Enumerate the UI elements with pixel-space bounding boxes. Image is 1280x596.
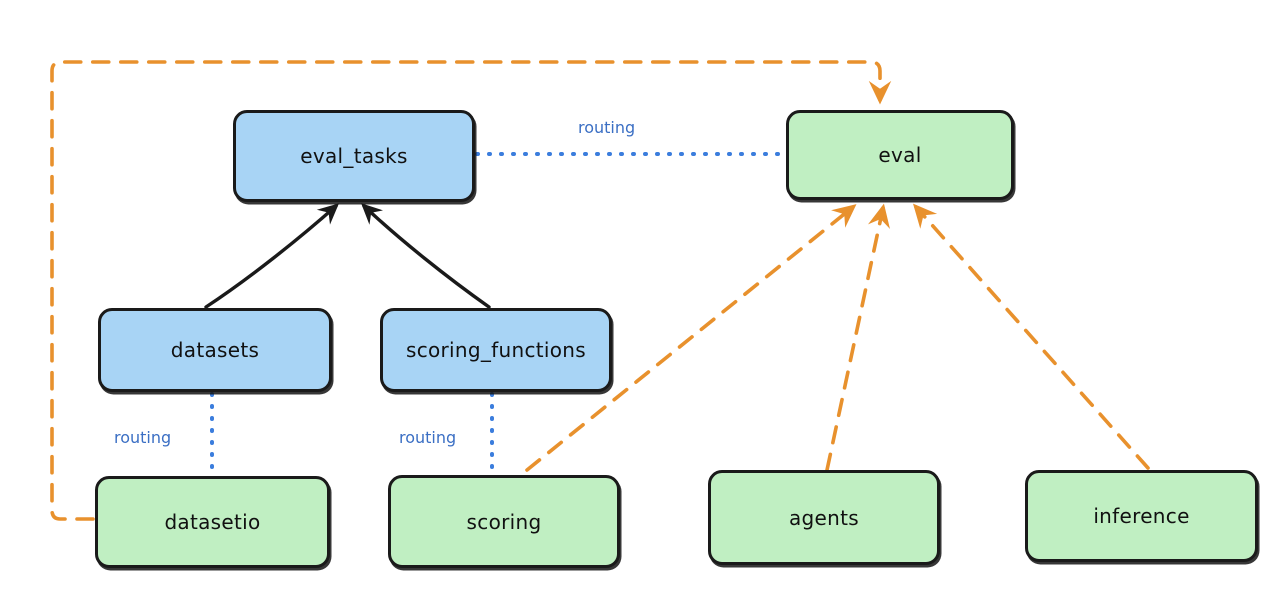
node-label-scoring-functions: scoring_functions — [405, 338, 587, 362]
node-label-inference: inference — [1093, 504, 1190, 528]
node-inference[interactable]: inference — [1025, 470, 1258, 562]
node-scoring-functions[interactable]: scoring_functions — [380, 308, 612, 392]
node-label-eval: eval — [878, 143, 922, 167]
node-agents[interactable]: agents — [708, 470, 940, 565]
edge-scoring-functions-to-eval_tasks — [361, 203, 491, 309]
node-datasetio[interactable]: datasetio — [95, 476, 330, 568]
edge-scoring-to-eval — [525, 204, 857, 472]
edge-datasetio-to-eval — [50, 60, 892, 521]
node-scoring[interactable]: scoring — [388, 475, 620, 568]
node-label-datasets: datasets — [170, 338, 260, 362]
node-datasets[interactable]: datasets — [98, 308, 332, 392]
node-eval[interactable]: eval — [786, 110, 1014, 200]
edge-label-routing-datasets-datasetio: routing — [114, 428, 172, 447]
node-label-eval-tasks: eval_tasks — [300, 144, 408, 168]
edge-inference-to-eval — [913, 203, 1150, 470]
edge-label-routing-eval-tasks-eval: routing — [578, 118, 636, 137]
edge-agents-to-eval — [825, 203, 891, 472]
node-eval-tasks[interactable]: eval_tasks — [233, 110, 475, 202]
edge-label-routing-scoring-functions-scoring: routing — [399, 428, 457, 447]
node-label-scoring: scoring — [466, 509, 542, 534]
node-label-datasetio: datasetio — [164, 510, 261, 534]
node-label-agents: agents — [789, 505, 859, 530]
edge-datasets-to-eval_tasks — [204, 203, 339, 309]
